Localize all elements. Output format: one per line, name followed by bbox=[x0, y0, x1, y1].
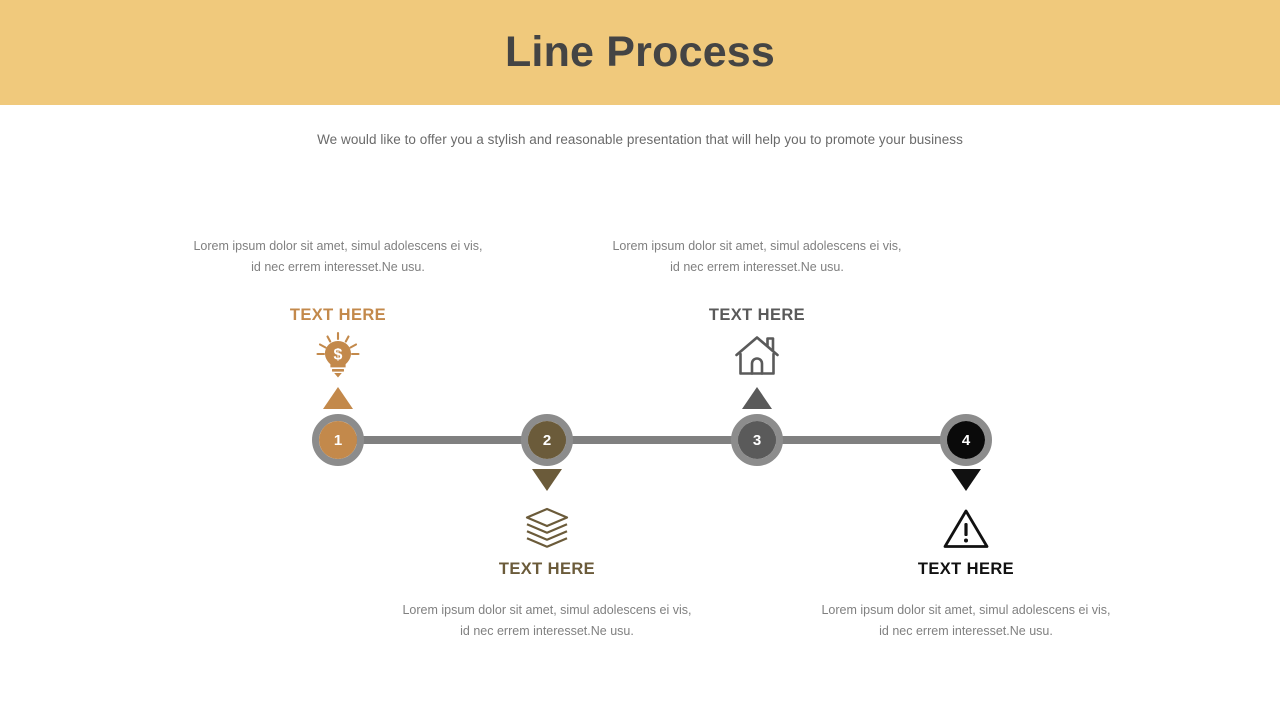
step-1-body: Lorem ipsum dolor sit amet, simul adoles… bbox=[173, 236, 503, 278]
subtitle-text: We would like to offer you a stylish and… bbox=[317, 132, 963, 147]
timeline-connector-line bbox=[320, 436, 966, 444]
warning-triangle-icon bbox=[931, 505, 1001, 553]
house-icon bbox=[722, 332, 792, 380]
step-2-heading: TEXT HERE bbox=[498, 560, 596, 578]
step-1-body-line-2: id nec errem interesset.Ne usu. bbox=[251, 260, 425, 274]
step-3-heading: TEXT HERE bbox=[708, 306, 806, 324]
step-3-node-number: 3 bbox=[738, 421, 776, 459]
step-3-pointer-triangle-up bbox=[742, 387, 772, 409]
step-4-heading: TEXT HERE bbox=[917, 560, 1015, 578]
stacked-layers-icon bbox=[512, 504, 582, 552]
step-2-body-line-1: Lorem ipsum dolor sit amet, simul adoles… bbox=[402, 603, 692, 617]
svg-text:$: $ bbox=[334, 347, 343, 364]
step-2-node-number: 2 bbox=[528, 421, 566, 459]
step-3-node[interactable]: 3 bbox=[731, 414, 783, 466]
step-3-body-line-2: id nec errem interesset.Ne usu. bbox=[670, 260, 844, 274]
step-2-pointer-triangle-down bbox=[532, 469, 562, 491]
step-4-body-line-1: Lorem ipsum dolor sit amet, simul adoles… bbox=[821, 603, 1111, 617]
header-band: Line Process bbox=[0, 0, 1280, 105]
step-4-node-number: 4 bbox=[947, 421, 985, 459]
page-title: Line Process bbox=[504, 28, 776, 76]
lightbulb-dollar-icon: $ bbox=[303, 331, 373, 379]
step-2-node[interactable]: 2 bbox=[521, 414, 573, 466]
step-1-body-line-1: Lorem ipsum dolor sit amet, simul adoles… bbox=[193, 239, 483, 253]
step-4-body-line-2: id nec errem interesset.Ne usu. bbox=[879, 624, 1053, 638]
step-1-node[interactable]: 1 bbox=[312, 414, 364, 466]
step-3-body: Lorem ipsum dolor sit amet, simul adoles… bbox=[592, 236, 922, 278]
step-1-node-number: 1 bbox=[319, 421, 357, 459]
step-2-body-line-2: id nec errem interesset.Ne usu. bbox=[460, 624, 634, 638]
step-4-body: Lorem ipsum dolor sit amet, simul adoles… bbox=[801, 600, 1131, 642]
step-4-node[interactable]: 4 bbox=[940, 414, 992, 466]
step-1-heading: TEXT HERE bbox=[289, 306, 387, 324]
step-2-body: Lorem ipsum dolor sit amet, simul adoles… bbox=[382, 600, 712, 642]
step-3-body-line-1: Lorem ipsum dolor sit amet, simul adoles… bbox=[612, 239, 902, 253]
step-1-pointer-triangle-up bbox=[323, 387, 353, 409]
step-4-pointer-triangle-down bbox=[951, 469, 981, 491]
